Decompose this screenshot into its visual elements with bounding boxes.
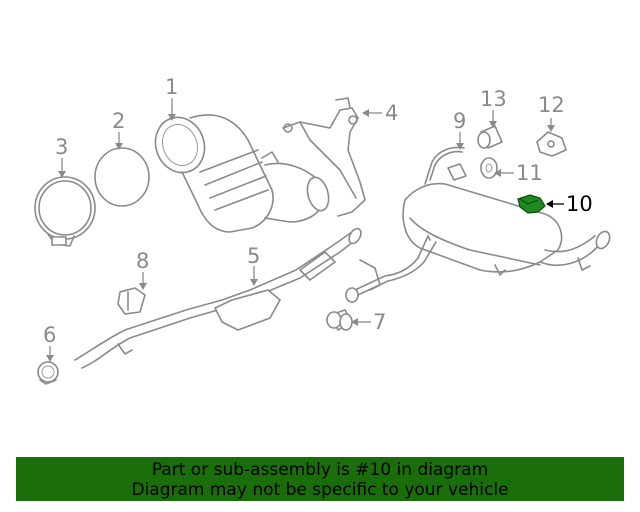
part-8-hanger — [117, 287, 146, 315]
part-6-clamp — [37, 361, 59, 385]
callout-2: 2 — [112, 109, 125, 133]
callout-12: 12 — [538, 93, 565, 117]
banner-line-2: Diagram may not be specific to your vehi… — [131, 480, 509, 500]
part-5-front-pipe — [74, 227, 362, 369]
callout-lines — [46, 98, 564, 362]
callout-13: 13 — [480, 87, 507, 111]
callout-5: 5 — [247, 244, 260, 268]
callout-7: 7 — [373, 310, 386, 334]
callout-11: 11 — [516, 161, 543, 185]
part-12-bracket — [536, 131, 567, 157]
part-13-cylinder — [477, 125, 503, 149]
part-info-banner: Part or sub-assembly is #10 in diagram D… — [16, 457, 624, 501]
part-10-highlighted-hanger — [517, 194, 546, 214]
callout-1: 1 — [165, 75, 178, 99]
part-7-sleeve — [326, 309, 353, 331]
rear-muffler-assembly — [345, 146, 611, 303]
callout-9: 9 — [453, 109, 466, 133]
exhaust-system-diagram: 1 2 3 4 5 6 7 8 9 10 11 12 13 — [34, 75, 611, 385]
part-2-gasket — [94, 147, 150, 207]
part-9-hanger — [447, 163, 467, 181]
callout-4: 4 — [385, 101, 398, 125]
callout-3: 3 — [55, 135, 68, 159]
part-4-bracket — [282, 97, 366, 217]
callout-10: 10 — [566, 192, 593, 216]
callout-8: 8 — [136, 249, 149, 273]
part-11-isolator — [480, 157, 498, 179]
part-3-clamp — [34, 176, 96, 247]
part-1-catalytic-converter — [154, 114, 330, 233]
callout-6: 6 — [43, 323, 56, 347]
banner-line-1: Part or sub-assembly is #10 in diagram — [151, 460, 489, 480]
